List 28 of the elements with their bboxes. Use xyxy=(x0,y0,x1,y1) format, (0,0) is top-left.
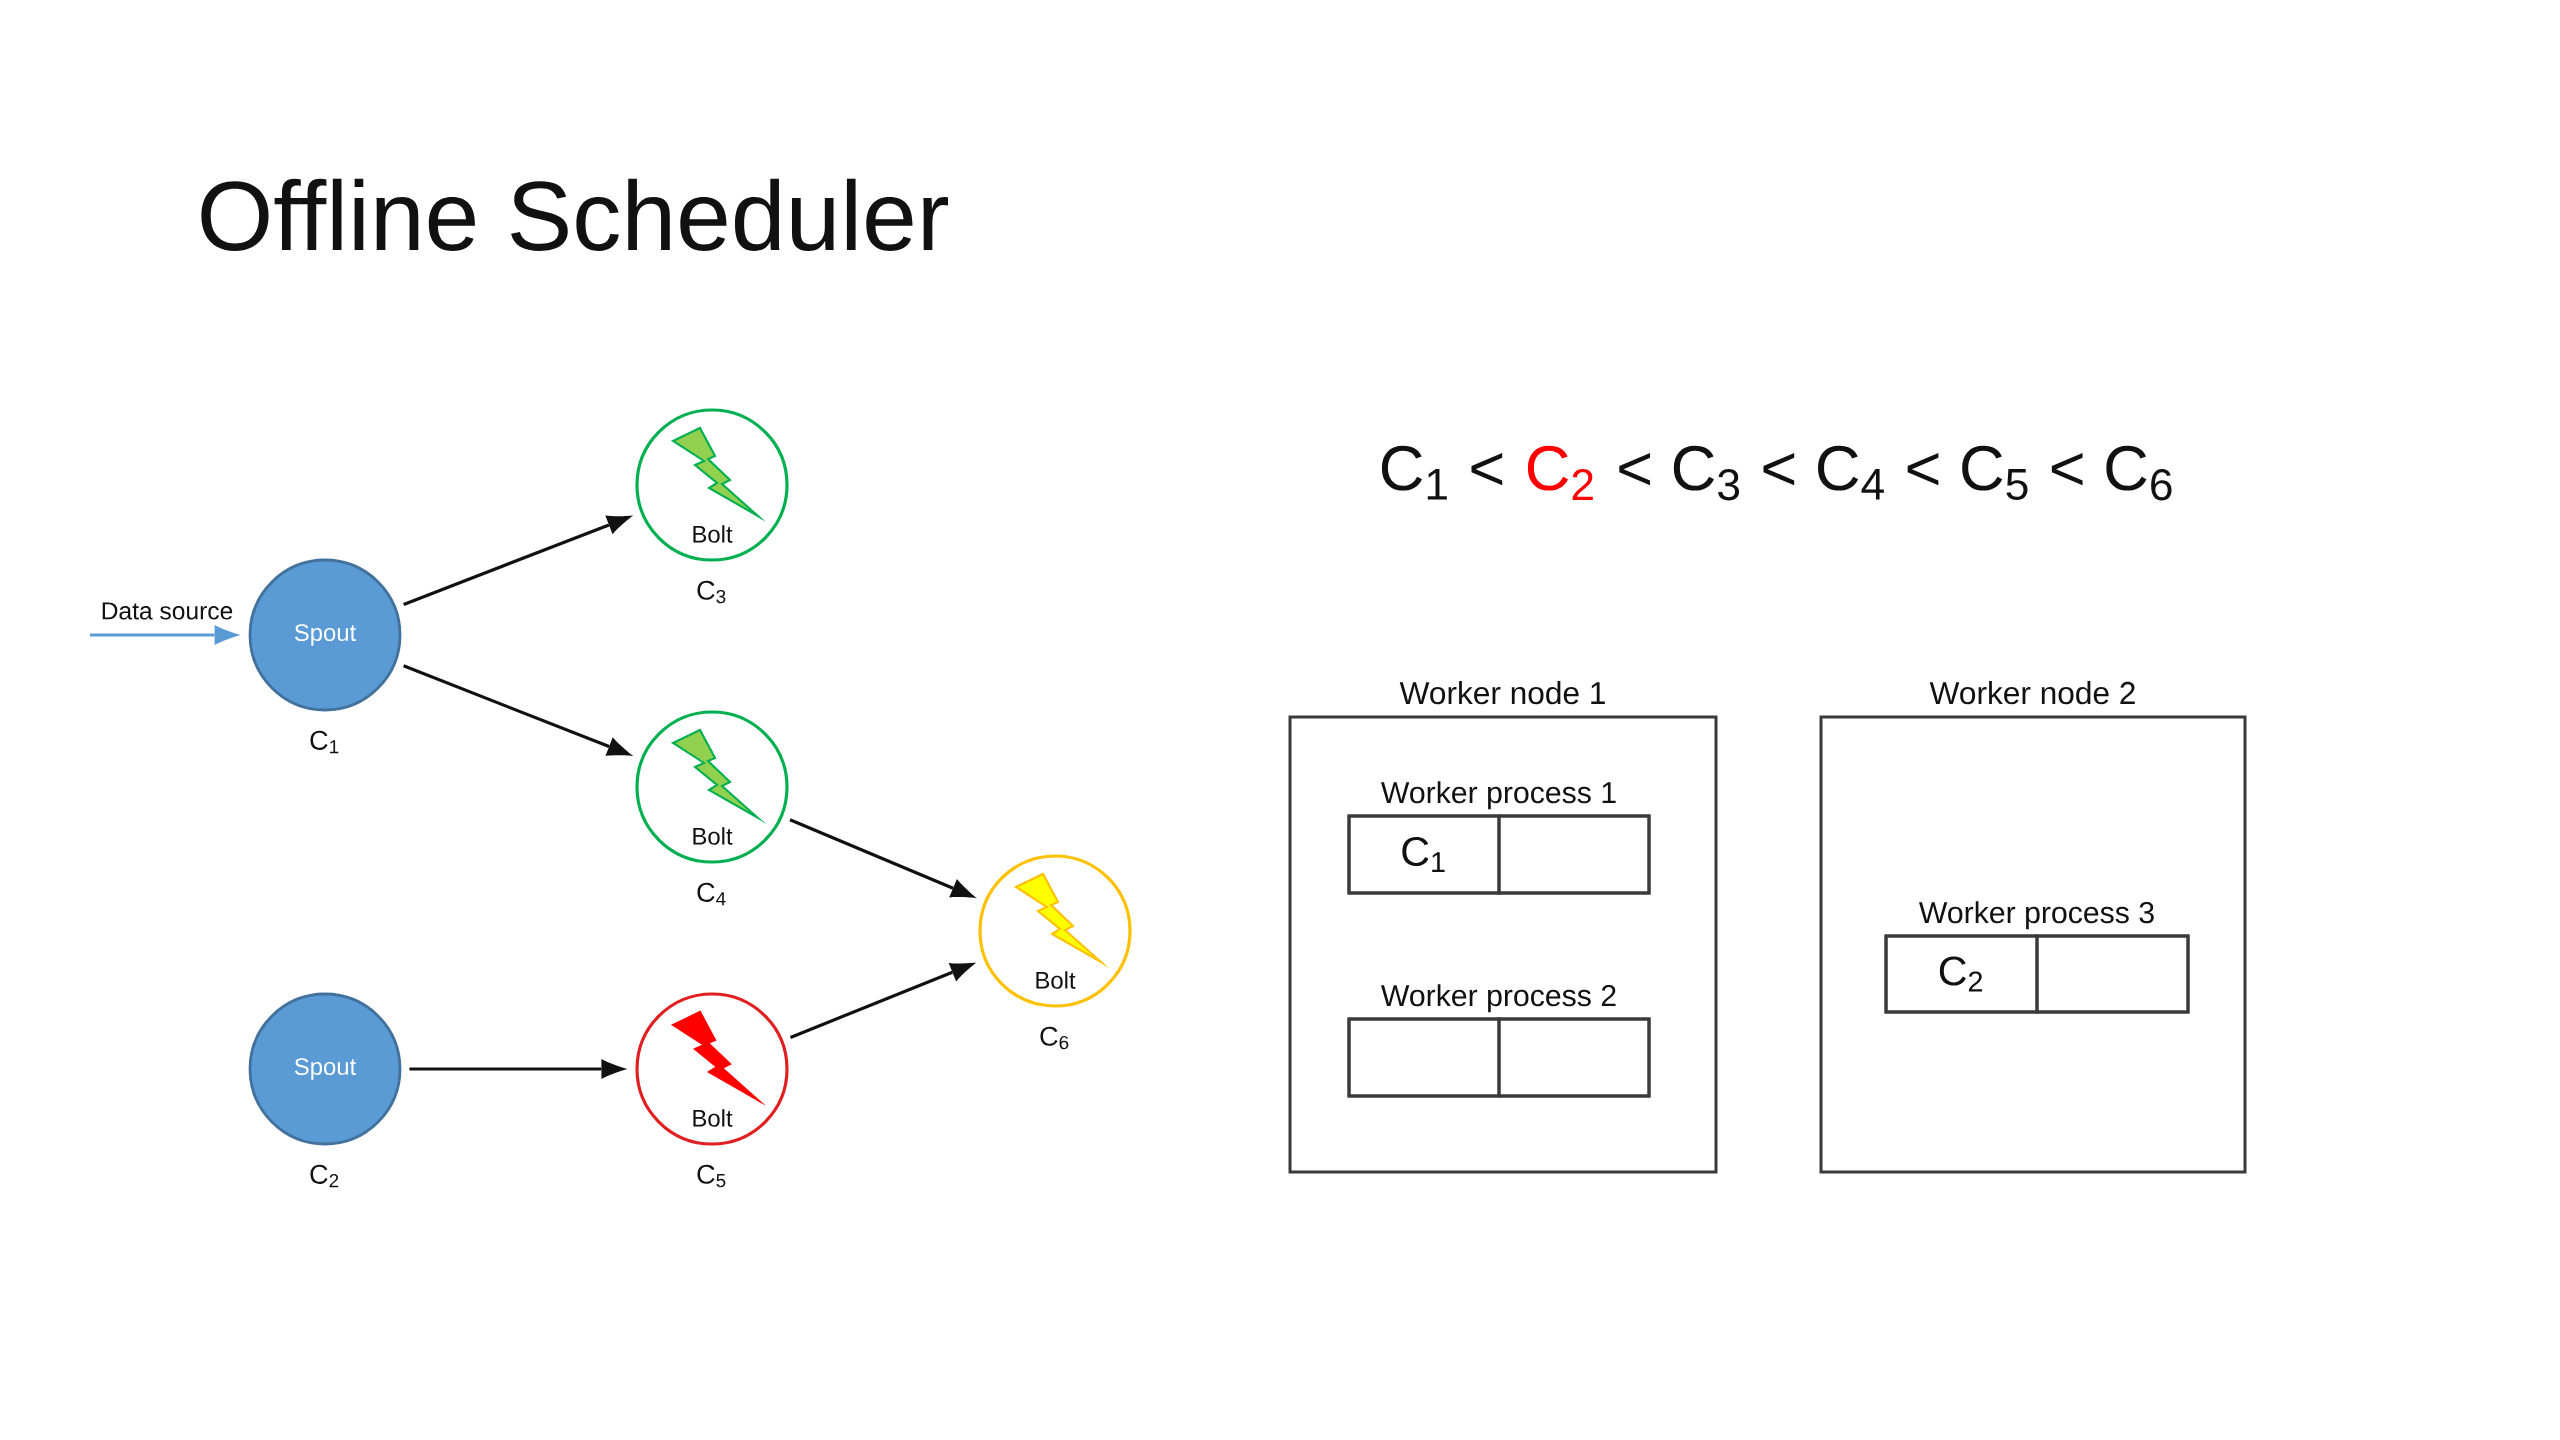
node-label: Worker node 1 xyxy=(1399,681,1605,705)
node-label: Worker process 3 xyxy=(1918,901,2154,930)
slot-cell: C$_{2}$ xyxy=(1884,934,2039,1014)
node-caption: C$_{2}$ xyxy=(310,1164,339,1188)
node-label: Worker node 2 xyxy=(1929,681,2135,705)
arrow xyxy=(789,962,977,1039)
node-label: Worker process 1 xyxy=(1380,781,1616,810)
empty-slot xyxy=(2035,934,2190,1014)
empty-slot xyxy=(1497,814,1651,895)
arrow xyxy=(403,664,634,757)
node-label: Worker process 2 xyxy=(1380,984,1616,1013)
highlighted-term: C$_{2}$ xyxy=(1527,445,1593,500)
arrow xyxy=(90,625,241,645)
arrow xyxy=(403,515,634,606)
node-caption: C$_{3}$ xyxy=(697,580,726,604)
empty-slot xyxy=(1497,1017,1651,1098)
title: Offline Scheduler xyxy=(201,178,948,251)
arrow xyxy=(789,818,978,899)
formula-text: C$_{1}$ < xyxy=(1381,445,1503,500)
slot-cell: C$_{1}$ xyxy=(1347,814,1501,895)
arrow xyxy=(409,1059,628,1079)
edge-label: Data source xyxy=(102,602,233,620)
node-caption: C$_{6}$ xyxy=(1040,1026,1069,1050)
empty-slot xyxy=(1347,1017,1501,1098)
node-caption: C$_{1}$ xyxy=(310,730,339,754)
node-caption: C$_{5}$ xyxy=(697,1164,726,1188)
node-caption: C$_{4}$ xyxy=(697,882,726,906)
formula-text: < C$_{3}$ < C$_{4}$ < C$_{5}$ < C$_{6}$ xyxy=(1619,445,2172,501)
